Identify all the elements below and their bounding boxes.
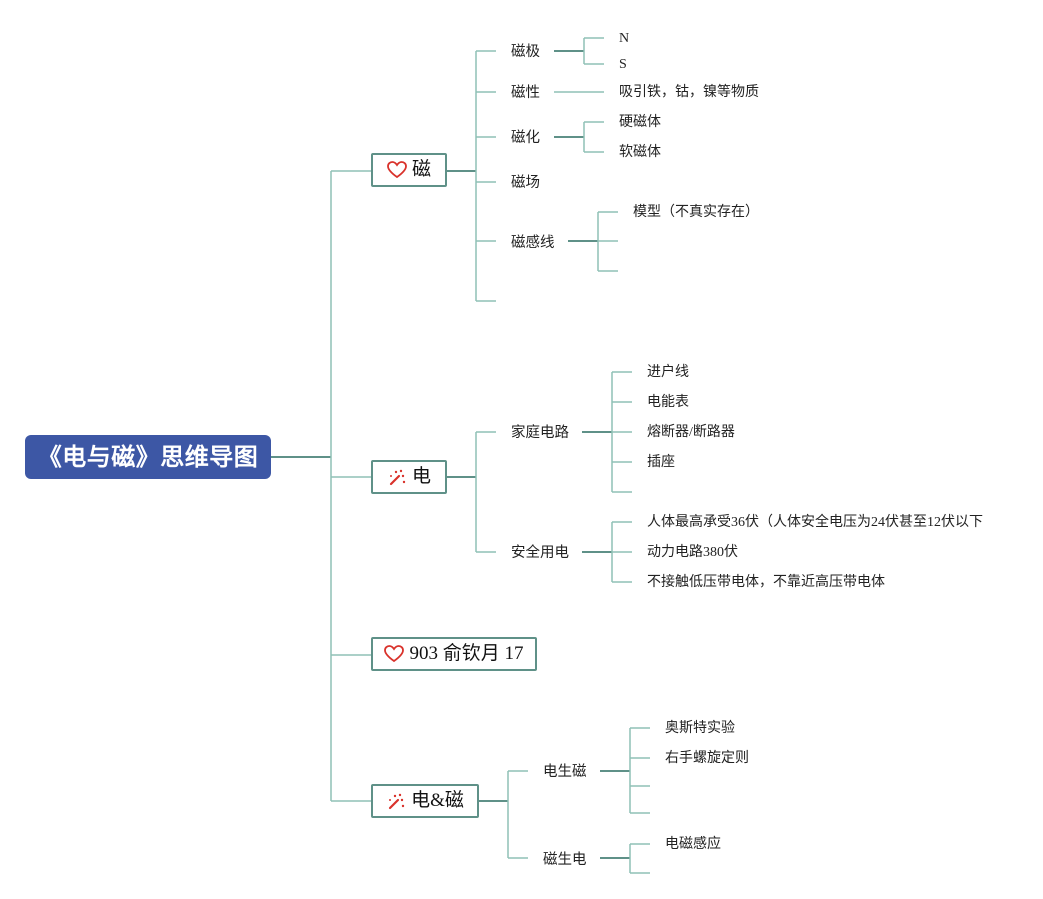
magic-wand-icon [389, 469, 406, 486]
leaf-attracts[interactable]: 吸引铁，钴，镍等物质 [619, 85, 759, 100]
leaf-pole-s[interactable]: S [619, 57, 627, 72]
topic-electricity-to-magnetism[interactable]: 电生磁 [543, 764, 587, 780]
branch-label: 电 [411, 466, 431, 487]
topic-magnetism-to-electricity[interactable]: 磁生电 [543, 852, 587, 868]
branch-magnet[interactable]: 磁 [371, 153, 447, 187]
leaf-power-circuit[interactable]: 动力电路380伏 [647, 545, 738, 560]
branch-electric[interactable]: 电 [371, 460, 447, 494]
topic-magnetization[interactable]: 磁化 [511, 130, 540, 146]
leaf-socket[interactable]: 插座 [647, 455, 675, 470]
root-node[interactable]: 《电与磁》思维导图 [25, 435, 271, 479]
leaf-induction[interactable]: 电磁感应 [665, 837, 721, 852]
leaf-no-contact[interactable]: 不接触低压带电体，不靠近高压带电体 [647, 575, 885, 590]
topic-magnetic-field[interactable]: 磁场 [511, 175, 540, 191]
branch-label: 磁 [411, 159, 431, 180]
branch-electromagnet[interactable]: 电&磁 [371, 784, 479, 818]
leaf-model[interactable]: 模型（不真实存在） [633, 205, 759, 220]
leaf-pole-n[interactable]: N [619, 31, 630, 46]
branch-author[interactable]: 903 俞钦月 17 [371, 637, 537, 671]
topic-field-lines[interactable]: 磁感线 [511, 235, 555, 251]
leaf-soft-magnet[interactable]: 软磁体 [619, 145, 661, 160]
leaf-right-hand-rule[interactable]: 右手螺旋定则 [665, 751, 749, 766]
heart-icon [384, 645, 405, 663]
leaf-safe-voltage[interactable]: 人体最高承受36伏（人体安全电压为24伏甚至12伏以下 [647, 515, 983, 530]
branch-label: 电&磁 [411, 790, 464, 811]
leaf-oersted[interactable]: 奥斯特实验 [665, 721, 735, 736]
topic-household-circuit[interactable]: 家庭电路 [511, 425, 569, 441]
leaf-hard-magnet[interactable]: 硬磁体 [619, 115, 661, 130]
leaf-fuse-breaker[interactable]: 熔断器/断路器 [647, 425, 735, 440]
magic-wand-icon [389, 793, 405, 810]
topic-magnetism[interactable]: 磁性 [511, 85, 540, 101]
leaf-energy-meter[interactable]: 电能表 [647, 395, 689, 410]
topic-electrical-safety[interactable]: 安全用电 [511, 545, 569, 561]
branch-label: 903 俞钦月 17 [409, 643, 524, 664]
heart-icon [387, 161, 407, 179]
topic-poles[interactable]: 磁极 [511, 44, 540, 60]
leaf-service-line[interactable]: 进户线 [647, 365, 689, 380]
